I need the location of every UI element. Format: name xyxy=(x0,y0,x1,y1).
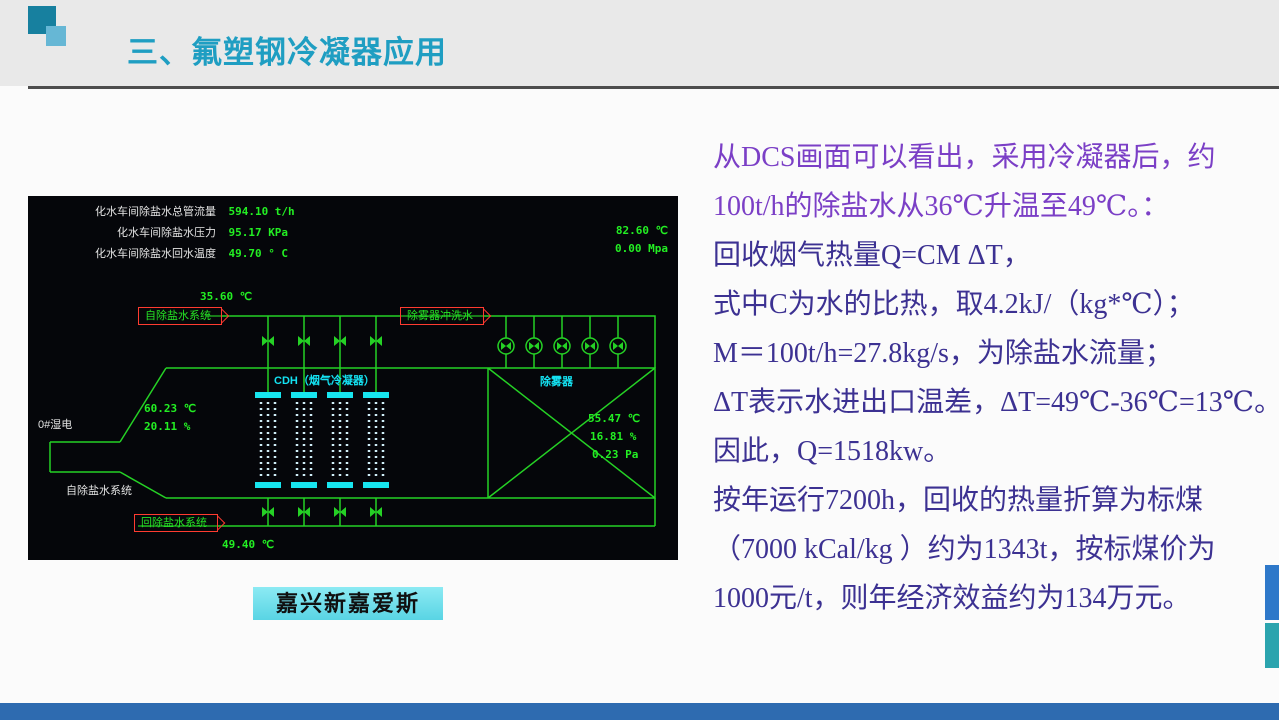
flush-arrow-label: 除雾器冲洗水 xyxy=(400,307,484,325)
analysis-text-block: 从DCS画面可以看出，采用冷凝器后，约 100t/h的除盐水从36℃升温至49℃… xyxy=(713,133,1279,623)
condenser-tube-bundles xyxy=(255,392,389,488)
inlet-temp-value: 35.60 ℃ xyxy=(200,290,253,303)
dcs-piping-diagram xyxy=(49,315,656,527)
side-accent-bar-blue xyxy=(1265,565,1279,620)
stack-pressure-value: 0.00 Mpa xyxy=(615,242,668,255)
analysis-line: 回收烟气热量Q=CM ΔT， xyxy=(713,240,1031,271)
reading-label: 化水车间除盐水回水温度 xyxy=(95,248,216,260)
condenser-label: CDH（烟气冷凝器） xyxy=(274,375,375,387)
left-temp-value: 60.23 ℃ xyxy=(144,402,197,415)
analysis-line: 从DCS画面可以看出，采用冷凝器后，约 xyxy=(713,142,1216,173)
reading-label: 化水车间除盐水压力 xyxy=(117,227,216,239)
return-temp-value: 49.40 ℃ xyxy=(222,538,275,551)
analysis-line: 100t/h的除盐水从36℃升温至49℃。： xyxy=(713,191,1170,222)
analysis-line: （7000 kCal/kg ）约为1343t，按标煤价为 xyxy=(713,534,1216,565)
inlet-arrow-label: 自除盐水系统 xyxy=(138,307,222,325)
decorative-square-light xyxy=(46,26,66,46)
bottom-left-system-label: 自除盐水系统 xyxy=(66,485,132,497)
valve-icons xyxy=(262,336,623,517)
reading-value: 594.10 t/h xyxy=(228,205,295,218)
bottom-accent-bar xyxy=(0,703,1279,720)
analysis-line: 1000元/t，则年经济效益约为134万元。 xyxy=(713,583,1191,614)
dcs-reading-row: 化水车间除盐水回水温度 49.70 ° C xyxy=(58,244,288,264)
right-humidity-value: 16.81 % xyxy=(590,430,637,443)
analysis-line: M＝100t/h=27.8kg/s，为除盐水流量； xyxy=(713,338,1173,369)
dcs-reading-row: 化水车间除盐水总管流量 594.10 t/h xyxy=(58,202,295,222)
dcs-screenshot: 化水车间除盐水总管流量 594.10 t/h 化水车间除盐水压力 95.17 K… xyxy=(28,196,678,560)
side-accent-bar-teal xyxy=(1265,623,1279,668)
dcs-reading-row: 化水车间除盐水压力 95.17 KPa xyxy=(58,223,288,243)
demister-label: 除雾器 xyxy=(540,376,573,388)
analysis-line: 式中C为水的比热，取4.2kJ/（kg*℃）； xyxy=(713,289,1195,320)
stack-temp-value: 82.60 ℃ xyxy=(615,224,668,237)
left-humidity-value: 20.11 % xyxy=(144,420,191,433)
return-arrow-label: 回除盐水系统 xyxy=(134,514,218,532)
wet-esp-label: 0#湿电 xyxy=(38,419,73,431)
right-pressure-value: 0.23 Pa xyxy=(592,448,639,461)
page-title: 三、氟塑钢冷凝器应用 xyxy=(127,35,447,70)
reading-value: 95.17 KPa xyxy=(228,226,289,239)
reading-label: 化水车间除盐水总管流量 xyxy=(95,206,216,218)
header-divider xyxy=(28,86,1279,89)
header-band xyxy=(0,0,1279,86)
analysis-line: ΔT表示水进出口温差，ΔT=49℃-36℃=13℃。 xyxy=(713,387,1279,418)
analysis-line: 因此，Q=1518kw。 xyxy=(713,436,952,467)
reading-value: 49.70 ° C xyxy=(228,247,289,260)
right-temp-value: 55.47 ℃ xyxy=(588,412,641,425)
image-caption: 嘉兴新嘉爱斯 xyxy=(253,587,443,620)
analysis-line: 按年运行7200h，回收的热量折算为标煤 xyxy=(713,485,1204,516)
